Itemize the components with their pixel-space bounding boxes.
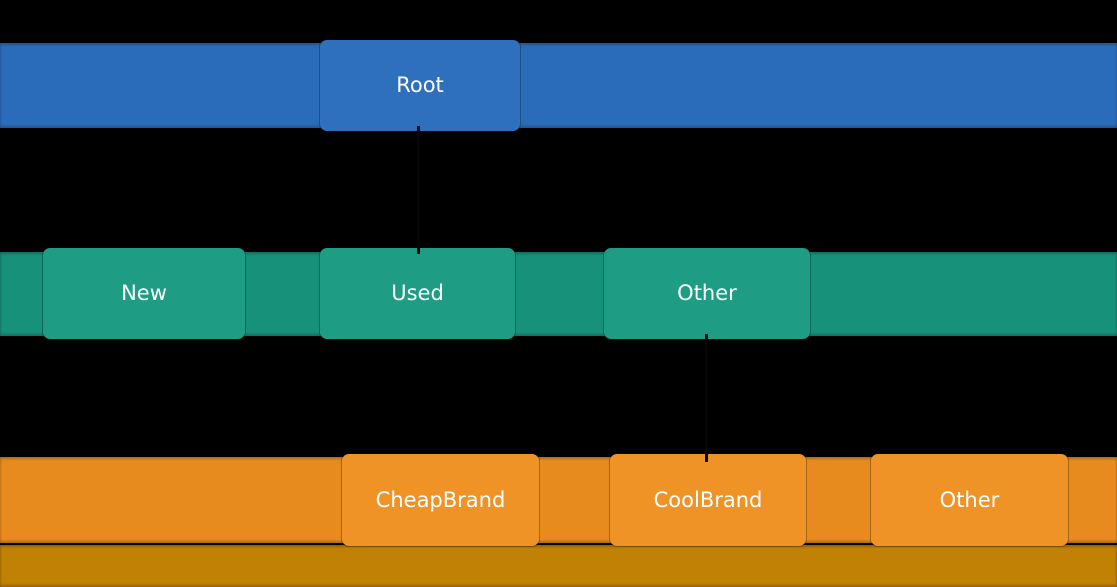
tree-node-cheapbrand-l2[interactable]: CheapBrand xyxy=(342,454,539,546)
tree-node-coolbrand-l2[interactable]: CoolBrand xyxy=(610,454,806,546)
tree-node-label: Used xyxy=(391,281,444,305)
connector-other-to-coolbrand xyxy=(705,334,708,462)
tree-node-other-l2[interactable]: Other xyxy=(871,454,1068,546)
tree-node-label: Other xyxy=(677,281,737,305)
level-bar-3 xyxy=(0,545,1117,587)
tree-node-other-l1[interactable]: Other xyxy=(604,248,810,339)
tree-node-label: Other xyxy=(939,487,1000,512)
tree-node-label: New xyxy=(121,281,167,305)
connector-root-to-used xyxy=(417,126,420,254)
tree-node-root-l0[interactable]: Root xyxy=(320,40,520,131)
tree-node-label: CoolBrand xyxy=(653,487,763,512)
tree-node-new-l1[interactable]: New xyxy=(43,248,245,339)
tree-node-used-l1[interactable]: Used xyxy=(320,248,515,339)
level-bar-0 xyxy=(0,43,1117,128)
tree-node-label: CheapBrand xyxy=(375,487,506,512)
tree-node-label: Root xyxy=(396,73,444,97)
